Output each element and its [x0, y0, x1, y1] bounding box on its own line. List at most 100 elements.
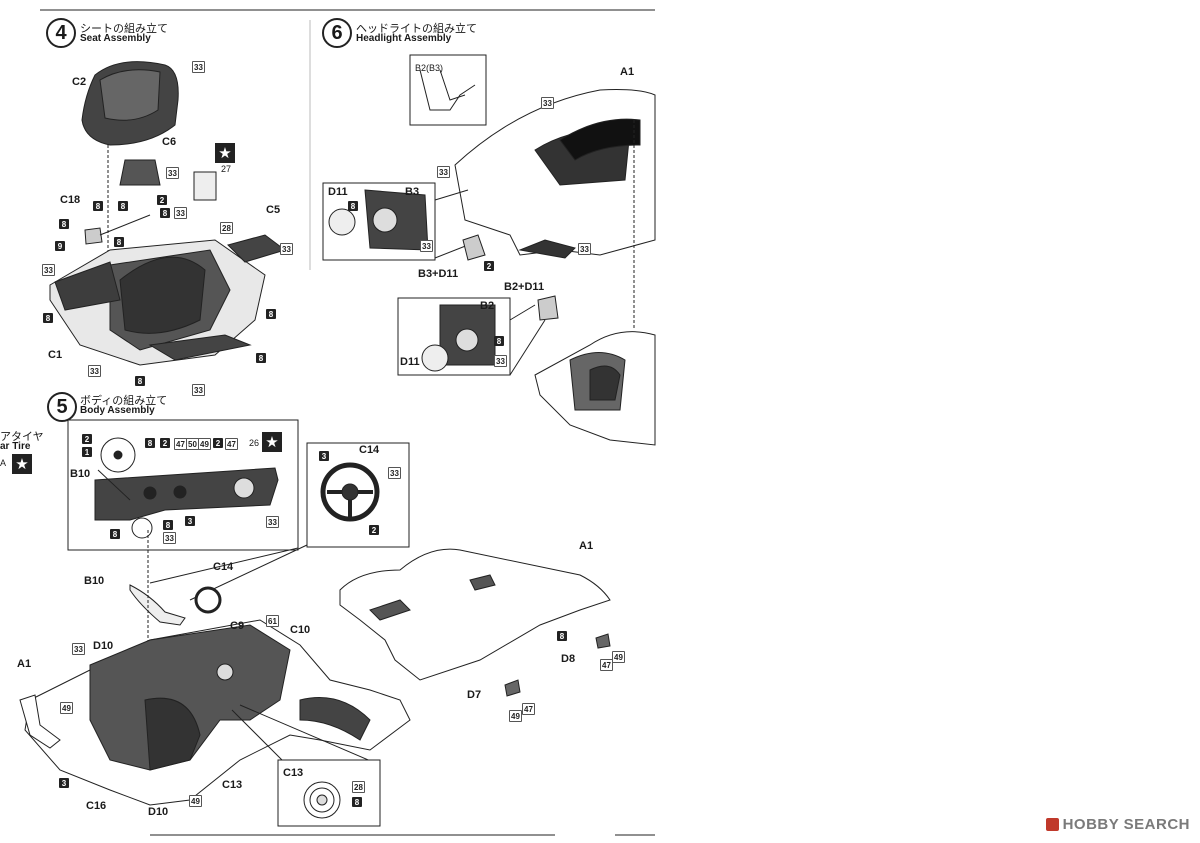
code-8: 8: [114, 237, 124, 247]
part-label-c1: C1: [48, 349, 63, 361]
code-33: 33: [494, 355, 507, 367]
code-33: 33: [280, 243, 293, 255]
code-49: 49: [198, 438, 211, 450]
part-label-c16: C16: [86, 800, 107, 812]
step-6-title-en: Headlight Assembly: [356, 33, 452, 44]
code-3: 3: [319, 451, 329, 461]
code-33: 33: [266, 516, 279, 528]
code-8: 8: [145, 438, 155, 448]
code-2: 2: [160, 438, 170, 448]
code-33: 33: [437, 166, 450, 178]
part-label-c14: C14: [359, 444, 380, 456]
code-28: 28: [352, 781, 365, 793]
code-8: 8: [59, 219, 69, 229]
part-label-c9: C9: [230, 620, 245, 632]
code-8: 8: [348, 201, 358, 211]
part-label-b2-d11: B2+D11: [504, 281, 545, 293]
step-5-number: 5: [47, 392, 77, 422]
code-33: 33: [578, 243, 591, 255]
code-8: 8: [118, 201, 128, 211]
part-label-a1-b: A1: [579, 540, 594, 552]
code-8: 8: [494, 336, 504, 346]
part-label-b3: B3: [405, 186, 420, 198]
watermark-text: HOBBY SEARCH: [1062, 816, 1190, 833]
code-49: 49: [509, 710, 522, 722]
code-8: 8: [256, 353, 266, 363]
code-33: 33: [88, 365, 101, 377]
code-8: 8: [93, 201, 103, 211]
decal-26: 26: [249, 438, 260, 448]
code-49: 49: [60, 702, 73, 714]
rear-tire-title-jp: アタイヤ: [0, 430, 44, 443]
code-8: 8: [557, 631, 567, 641]
code-33: 33: [42, 264, 55, 276]
step-4-title-en: Seat Assembly: [80, 33, 151, 44]
code-49: 49: [612, 651, 625, 663]
part-label-d7: D7: [467, 689, 482, 701]
part-label-c13: C13: [283, 767, 304, 779]
part-label-c2: C2: [72, 76, 87, 88]
part-label-b2: B2: [480, 300, 495, 312]
part-label-d10: D10: [93, 640, 114, 652]
code-3: 3: [185, 516, 195, 526]
code-33: 33: [541, 97, 554, 109]
code-8: 8: [266, 309, 276, 319]
part-label-d8: D8: [561, 653, 576, 665]
code-33: 33: [163, 532, 176, 544]
code-8: 8: [110, 529, 120, 539]
part-label-c6: C6: [162, 136, 177, 148]
code-9: 9: [55, 241, 65, 251]
part-label-c18: C18: [60, 194, 81, 206]
code-47: 47: [600, 659, 613, 671]
code-61: 61: [266, 615, 279, 627]
code-33: 33: [388, 467, 401, 479]
code-2: 2: [157, 195, 167, 205]
code-8: 8: [135, 376, 145, 386]
part-label-c10: C10: [290, 624, 311, 636]
rear-tire-title-en: ar Tire: [0, 441, 31, 452]
code-47: 47: [522, 703, 535, 715]
star-icon: ★: [262, 432, 282, 452]
step-6-number: 6: [322, 18, 352, 48]
code-8: 8: [352, 797, 362, 807]
code-47: 47: [225, 438, 238, 450]
decal-27: 27: [221, 164, 232, 174]
code-8: 8: [160, 208, 170, 218]
code-8: 8: [163, 520, 173, 530]
code-33: 33: [174, 207, 187, 219]
code-1: 1: [82, 447, 92, 457]
code-2: 2: [82, 434, 92, 444]
code-8: 8: [43, 313, 53, 323]
part-label-c13-b: C13: [222, 779, 243, 791]
rear-tire-ref: A: [0, 458, 7, 468]
part-label-c14-b: C14: [213, 561, 234, 573]
code-33: 33: [166, 167, 179, 179]
star-icon: ★: [215, 143, 235, 163]
step-5-title-en: Body Assembly: [80, 405, 155, 416]
step-6-title-jp: ヘッドライトの組み立て: [356, 22, 477, 35]
hobby-search-logo-icon: [1045, 818, 1059, 831]
code-33: 33: [72, 643, 85, 655]
code-2: 2: [484, 261, 494, 271]
code-33: 33: [192, 384, 205, 396]
part-label-d10-b: D10: [148, 806, 169, 818]
code-3: 3: [59, 778, 69, 788]
star-icon: ★: [12, 454, 32, 474]
part-label-b10: B10: [70, 468, 91, 480]
code-33: 33: [192, 61, 205, 73]
part-label-a1-c: A1: [17, 658, 32, 670]
hobby-search-watermark: HOBBY SEARCH: [1045, 816, 1190, 833]
code-33: 33: [420, 240, 433, 252]
part-label-b10-b: B10: [84, 575, 105, 587]
code-2: 2: [213, 438, 223, 448]
code-49: 49: [189, 795, 202, 807]
step-4-title-jp: シートの組み立て: [80, 22, 168, 35]
part-label-b2-b3: B2(B3): [415, 63, 444, 73]
part-label-d11-b: D11: [400, 356, 420, 368]
code-2: 2: [369, 525, 379, 535]
step-5-title-jp: ボディの組み立て: [80, 394, 168, 407]
step-4-number: 4: [46, 18, 76, 48]
part-label-a1: A1: [620, 66, 635, 78]
code-28: 28: [220, 222, 233, 234]
